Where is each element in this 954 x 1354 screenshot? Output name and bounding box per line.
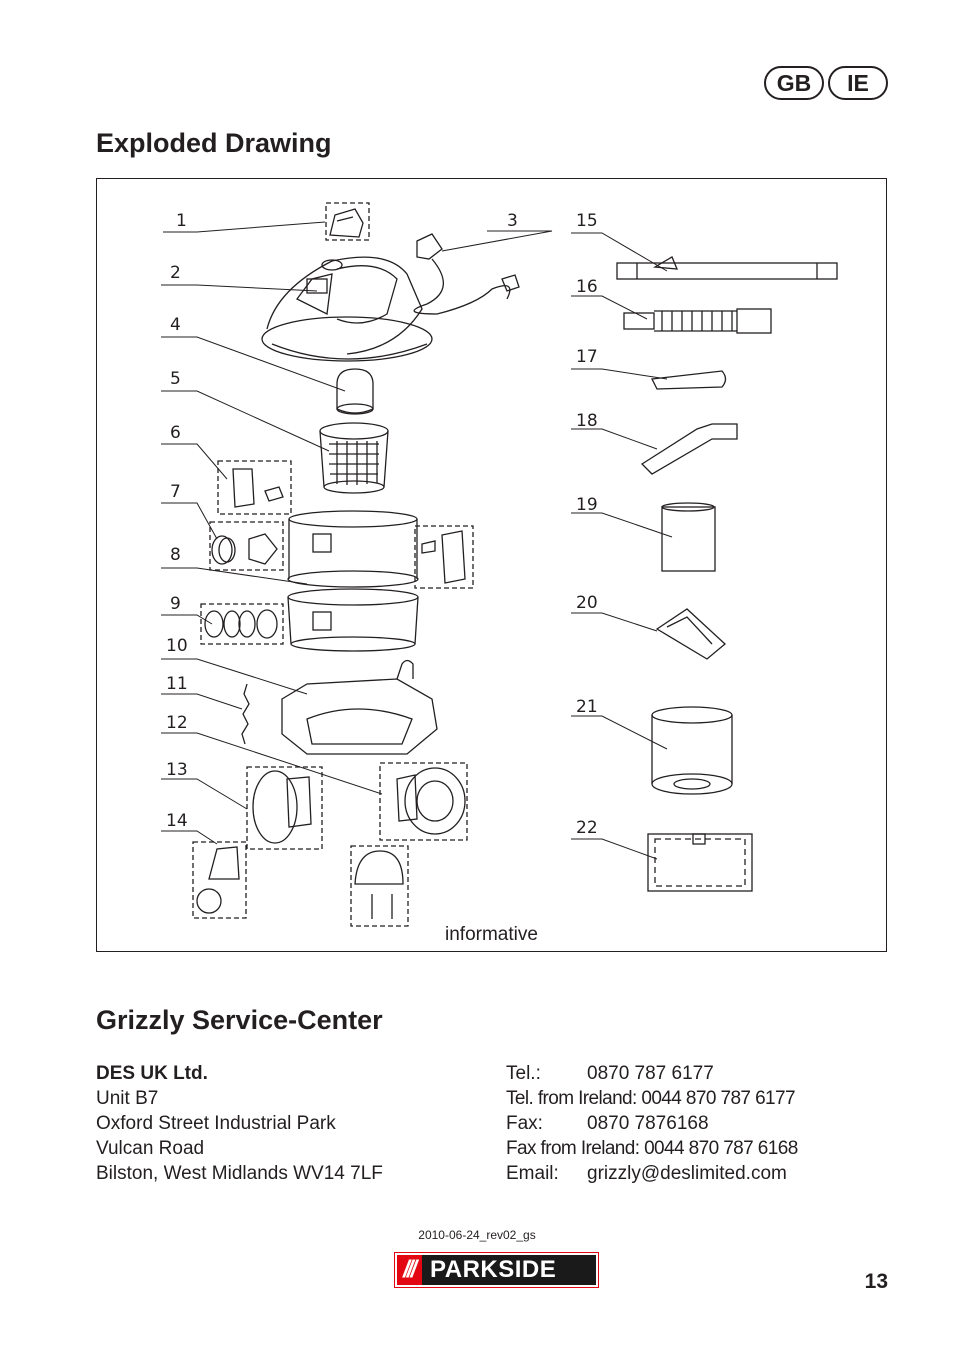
- informative-note: informative: [445, 924, 538, 945]
- part-number: 9: [170, 594, 181, 614]
- part-1-clip: [325, 202, 370, 241]
- part-number: 13: [166, 760, 188, 780]
- part-number: 17: [576, 347, 598, 367]
- logo-slashes: ///: [403, 1256, 417, 1283]
- address-line: Bilston, West Midlands WV14 7LF: [96, 1163, 383, 1184]
- part-number: 7: [170, 482, 181, 502]
- part-15-tube: [616, 256, 838, 280]
- part-number: 16: [576, 277, 598, 297]
- part-number: 8: [170, 545, 181, 565]
- part-4-cap: [336, 368, 374, 415]
- email-label: Email:: [506, 1163, 559, 1184]
- part-number: 19: [576, 495, 598, 515]
- part-number: 18: [576, 411, 598, 431]
- part-2-motor-head: [261, 256, 433, 362]
- part-16-hose: [623, 308, 772, 334]
- address-line: Vulcan Road: [96, 1138, 205, 1159]
- part-10-base: [281, 659, 438, 755]
- part-3-cable: [413, 233, 520, 315]
- part-number: 21: [576, 697, 598, 717]
- part-number: 3: [507, 211, 518, 231]
- tel-row: Tel.: 0870 787 6177: [506, 1061, 798, 1086]
- address-block: DES UK Ltd. Unit B7 Oxford Street Indust…: [96, 1061, 383, 1186]
- part-number: 22: [576, 818, 598, 838]
- part-12-wheel: [379, 762, 468, 841]
- email-value: grizzly@deslimited.com: [587, 1163, 787, 1184]
- language-badges: GB IE: [764, 66, 888, 100]
- tel-label: Tel.:: [506, 1063, 541, 1084]
- part-number: 2: [170, 263, 181, 283]
- tel-value: 0870 787 6177: [587, 1063, 714, 1084]
- badge-ie: IE: [828, 66, 888, 100]
- address-line: Oxford Street Industrial Park: [96, 1113, 336, 1134]
- revision-code: 2010-06-24_rev02_gs: [418, 1228, 536, 1242]
- part-number: 10: [166, 636, 188, 656]
- part-17-crevice-nozzle: [651, 370, 727, 390]
- exploded-drawing-title: Exploded Drawing: [96, 128, 332, 158]
- part-number: 15: [576, 211, 598, 231]
- part-21-filter-cartridge: [651, 706, 733, 795]
- part-19-sleeve: [661, 502, 716, 572]
- tel-ireland: Tel. from Ireland: 0044 870 787 6177: [506, 1088, 796, 1109]
- container-latch: [414, 525, 474, 589]
- part-20-floor-nozzle: [655, 608, 726, 660]
- leader-lines: [161, 221, 673, 860]
- part-numbers: 1 2 3 4 5 6 7 8 9 10 11 12 13 14 15 16 1…: [166, 211, 598, 838]
- part-5-filter-cage: [319, 422, 389, 494]
- address-line: Unit B7: [96, 1088, 159, 1109]
- part-number: 11: [166, 674, 188, 694]
- part-9-inlet: [200, 603, 284, 645]
- part-6-latch: [217, 460, 292, 515]
- part-18-elbow: [640, 423, 738, 475]
- email-row: Email: grizzly@deslimited.com: [506, 1161, 798, 1186]
- badge-gb: GB: [764, 66, 824, 100]
- part-number: 6: [170, 423, 181, 443]
- part-number: 1: [176, 211, 187, 231]
- part-caster-rear: [350, 845, 409, 927]
- part-number: 14: [166, 811, 188, 831]
- contact-block: Tel.: 0870 787 6177 Tel. from Ireland: 00…: [506, 1061, 798, 1186]
- part-13-wheel: [246, 766, 323, 850]
- fax-row: Fax: 0870 7876168: [506, 1111, 798, 1136]
- part-8-container: [287, 510, 419, 652]
- service-center-title: Grizzly Service-Center: [96, 1005, 383, 1035]
- part-22-dust-bag: [647, 833, 753, 892]
- fax-ireland: Fax from Ireland: 0044 870 787 6168: [506, 1138, 798, 1159]
- part-number: 20: [576, 593, 598, 613]
- part-number: 5: [170, 369, 181, 389]
- logo-brand: PARKSIDE: [422, 1255, 596, 1285]
- page-number: 13: [864, 1270, 888, 1293]
- parkside-logo: /// PARKSIDE: [394, 1252, 599, 1288]
- part-number: 12: [166, 713, 188, 733]
- fax-label: Fax:: [506, 1113, 543, 1134]
- part-14-caster: [192, 841, 247, 919]
- exploded-drawing: 1 2 3 4 5 6 7 8 9 10 11 12 13 14 15 16 1…: [96, 178, 887, 952]
- part-number: 4: [170, 315, 181, 335]
- fax-value: 0870 7876168: [587, 1113, 709, 1134]
- company-name: DES UK Ltd.: [96, 1063, 208, 1084]
- part-7-fitting: [209, 521, 284, 571]
- part-11-chain: [241, 683, 250, 745]
